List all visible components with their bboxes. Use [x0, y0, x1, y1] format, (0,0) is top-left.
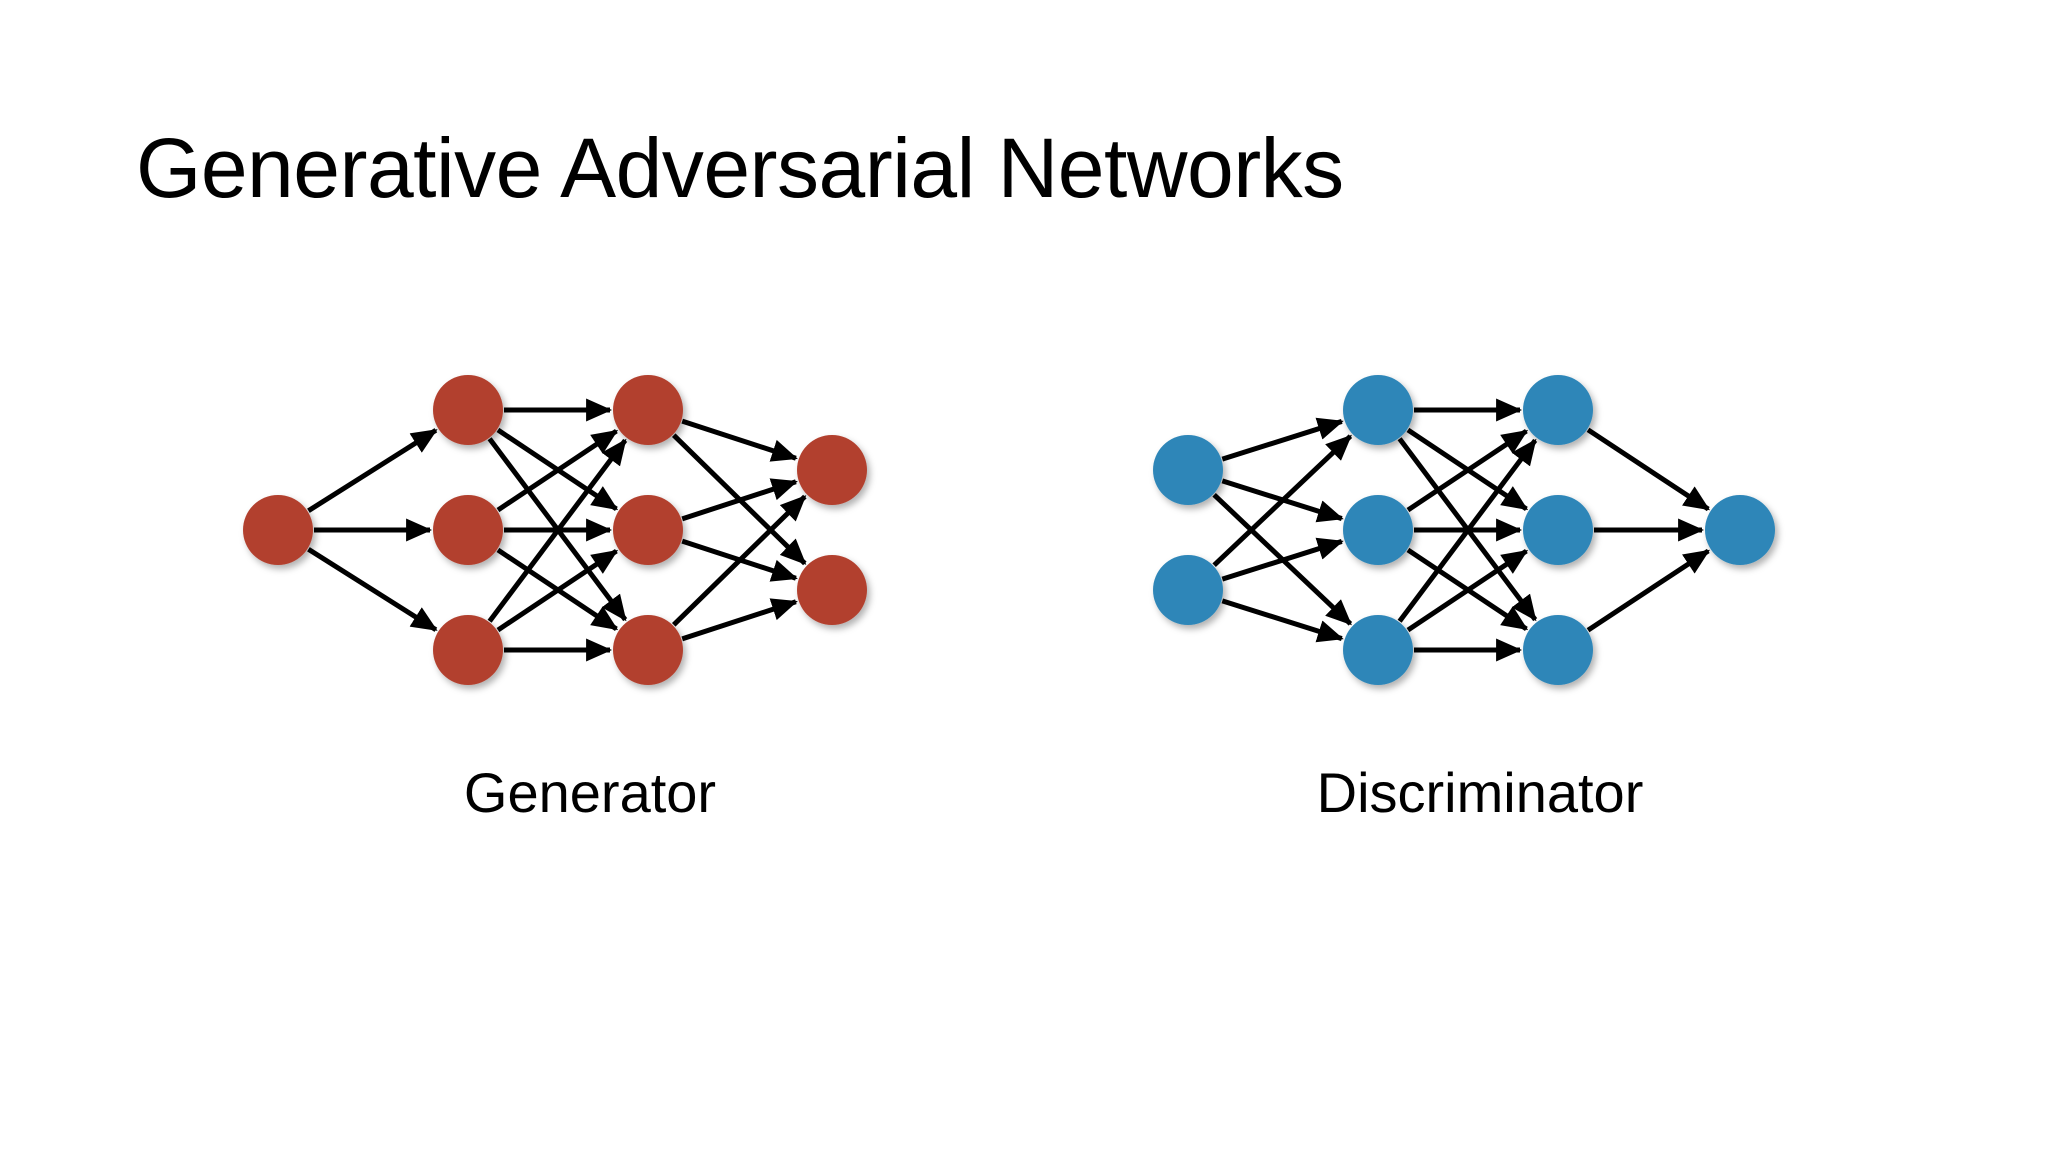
network-node-d-h1-1 — [1343, 375, 1413, 445]
discriminator-caption: Discriminator — [1316, 761, 1644, 824]
network-node-d-i1 — [1153, 435, 1223, 505]
network-edge — [307, 547, 438, 632]
edge-group — [1212, 398, 1711, 662]
network-edge — [1406, 548, 1529, 633]
network-node-g-o2 — [797, 555, 867, 625]
generator-network-svg — [243, 375, 867, 685]
network-edge — [681, 598, 798, 642]
network-node-g-h1-3 — [433, 615, 503, 685]
page-title: Generative Adversarial Networks — [136, 121, 1344, 215]
network-node-g-h2-2 — [613, 495, 683, 565]
node-group — [1153, 375, 1775, 685]
generator-caption: Generator — [463, 761, 717, 824]
network-edge — [1406, 428, 1529, 513]
network-edge — [681, 478, 798, 522]
network-node-g-h1-2 — [433, 495, 503, 565]
discriminator-network-svg — [1153, 375, 1775, 685]
network-node-g-h2-1 — [613, 375, 683, 445]
network-node-g-o1 — [797, 435, 867, 505]
network-edge — [1586, 427, 1711, 512]
network-edge — [307, 428, 438, 513]
network-node-d-o1 — [1705, 495, 1775, 565]
node-group — [243, 375, 867, 685]
discriminator-network-diagram — [1140, 360, 1820, 700]
network-node-d-h1-3 — [1343, 615, 1413, 685]
network-node-g-h1-1 — [433, 375, 503, 445]
network-edge — [1212, 434, 1353, 568]
network-node-d-h2-1 — [1523, 375, 1593, 445]
network-edge — [1221, 537, 1344, 582]
network-edge — [496, 428, 619, 513]
network-edge — [1221, 598, 1344, 643]
network-node-d-h2-3 — [1523, 615, 1593, 685]
network-edge — [671, 494, 807, 627]
network-edge — [1221, 417, 1344, 462]
network-node-d-i2 — [1153, 555, 1223, 625]
edge-group — [307, 398, 807, 662]
network-node-d-h2-2 — [1523, 495, 1593, 565]
generator-network-diagram — [230, 360, 950, 700]
network-node-g-i1 — [243, 495, 313, 565]
network-edge — [1397, 438, 1538, 623]
network-edge — [487, 438, 628, 623]
network-edge — [681, 418, 798, 462]
network-edge — [1586, 548, 1711, 633]
network-node-d-h1-2 — [1343, 495, 1413, 565]
network-node-g-h2-3 — [613, 615, 683, 685]
network-edge — [496, 548, 619, 633]
